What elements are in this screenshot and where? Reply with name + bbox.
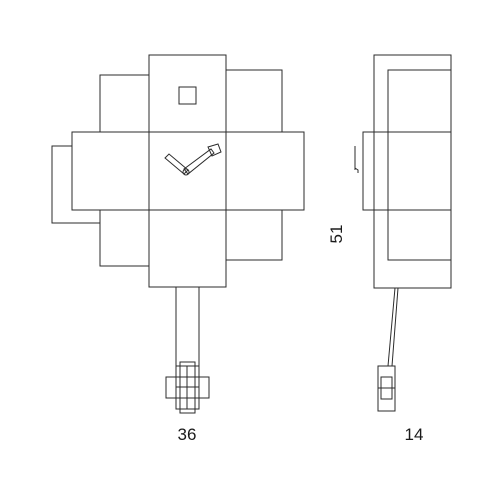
- width-dimension-label: 36: [178, 425, 197, 444]
- hour-hand: [164, 153, 189, 175]
- side-latch-hook: [354, 167, 359, 173]
- side-outline: [373, 54, 452, 289]
- side-pendulum-weight: [377, 365, 396, 412]
- middle-left-block: [71, 131, 150, 211]
- side-pendulum-rod-a: [387, 287, 396, 367]
- top-center-block: [148, 54, 227, 133]
- lower-left-block: [99, 209, 150, 267]
- clock-hands: [164, 143, 222, 176]
- side-view: [354, 54, 452, 412]
- height-dimension-label: 51: [327, 225, 346, 244]
- cuckoo-door: [178, 86, 197, 105]
- minute-hand-tip: [207, 143, 222, 157]
- minute-hand: [183, 148, 215, 175]
- hand-pivot: [182, 168, 190, 176]
- far-left-panel: [51, 145, 100, 224]
- side-mid-band: [362, 131, 452, 211]
- front-view: [51, 54, 305, 414]
- lower-right-block: [225, 209, 283, 261]
- side-inner-recess: [387, 69, 451, 261]
- bottom-center-block: [148, 209, 227, 288]
- upper-left-block: [99, 74, 150, 133]
- pendulum-weight: [165, 361, 210, 414]
- middle-right-block: [225, 131, 305, 211]
- upper-right-block: [225, 69, 283, 133]
- depth-dimension-label: 14: [405, 425, 424, 444]
- side-pendulum-rod-b: [391, 287, 399, 367]
